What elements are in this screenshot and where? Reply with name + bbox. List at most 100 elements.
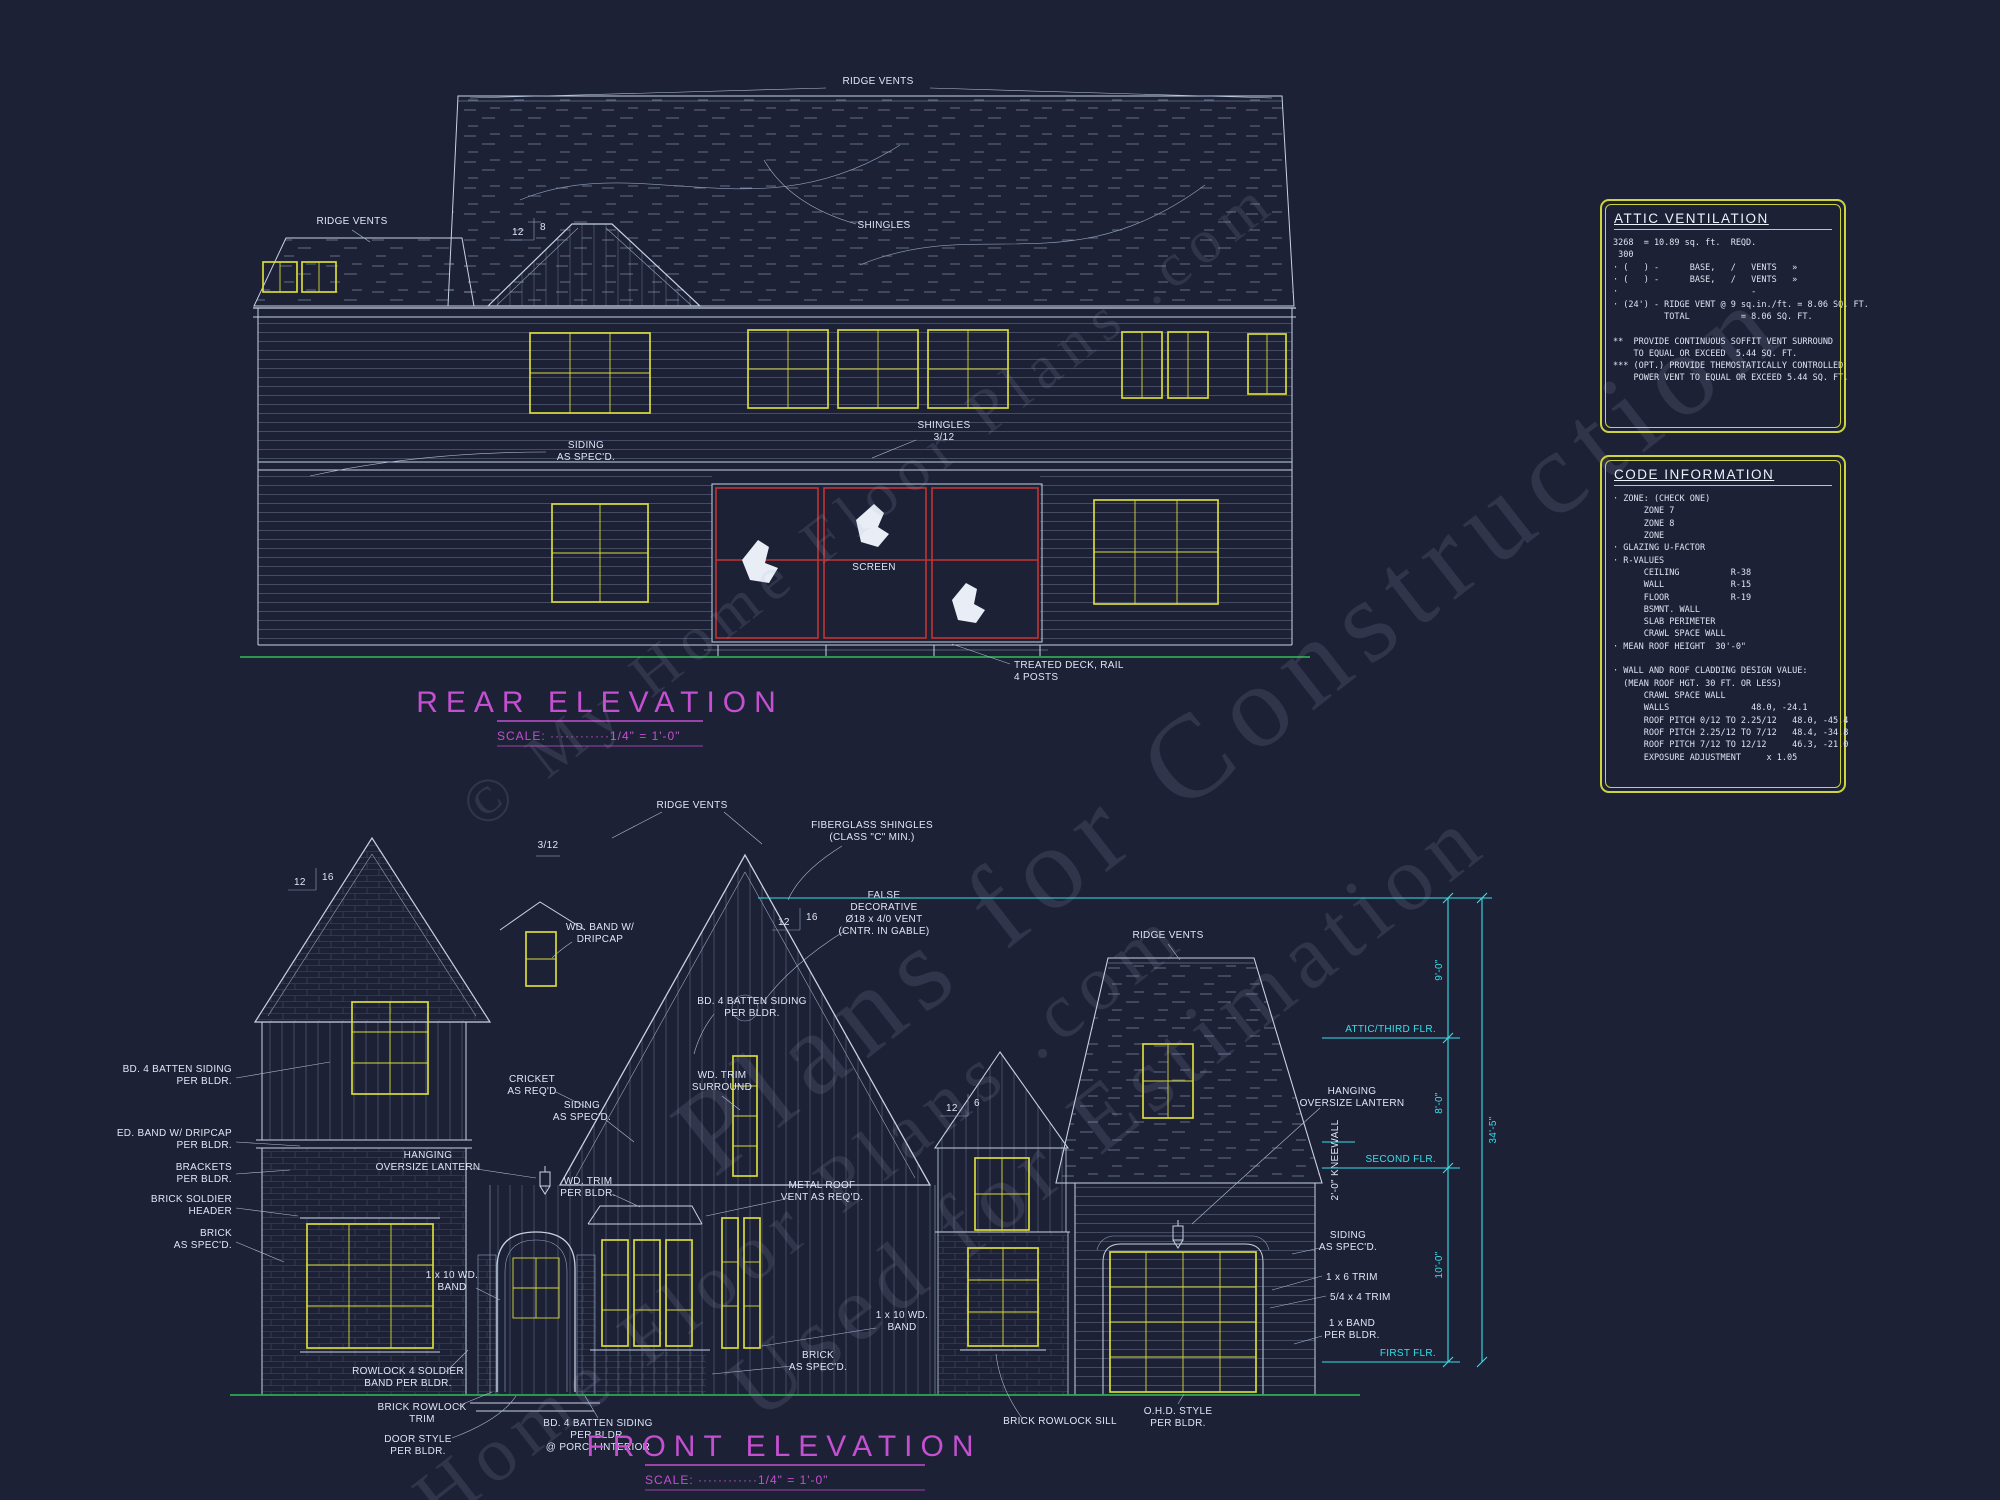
lantern-left <box>539 1166 551 1195</box>
label-band-1x10-mid: 1 x 10 WD.BAND <box>876 1310 928 1333</box>
label-shingles: SHINGLES <box>858 220 911 231</box>
panel-line: 3268 = 10.89 sq. ft. REQD. <box>1613 238 1757 248</box>
label-kneewall: 2'-0" KNEEWALL <box>1330 1119 1341 1200</box>
panel-line: ZONE 7 <box>1613 506 1675 517</box>
panel-line: · ( ) - BASE, / VENTS » <box>1613 274 1798 285</box>
rear-pitch-marker: 12 8 <box>504 218 546 241</box>
pitch-run-label: 12 <box>294 877 306 888</box>
panel-line: CEILING R-38 <box>1613 567 1752 578</box>
attic-ventilation-title: ATTIC VENTILATION <box>1614 211 1832 230</box>
lantern-right <box>1172 1220 1184 1249</box>
code-information-panel: CODE INFORMATION · ZONE: (CHECK ONE) ZON… <box>1600 455 1849 793</box>
panel-line <box>1613 653 1833 665</box>
label-ridge-vents-right: RIDGE VENTS <box>1132 930 1203 941</box>
front-left-section <box>253 836 492 1396</box>
panel-line: TO EQUAL OR EXCEED 5.44 SQ. FT. <box>1613 348 1798 359</box>
attic-ventilation-body: 3268 = 10.89 sq. ft. REQD. 300· ( ) - BA… <box>1602 232 1869 390</box>
panel-line: CRAWL SPACE WALL <box>1613 691 1726 701</box>
panel-line: BSMNT. WALL <box>1613 604 1700 615</box>
attic-ventilation-panel: ATTIC VENTILATION 3268 = 10.89 sq. ft. R… <box>1600 199 1869 433</box>
rear-annotations: RIDGE VENTS RIDGE VENTS SHINGLES SHINGLE… <box>309 76 1273 683</box>
label-trim-5-4x4: 5/4 x 4 TRIM <box>1330 1292 1391 1303</box>
front-scale: SCALE: ············1/4" = 1'-0" <box>645 1473 828 1487</box>
panel-line: (MEAN ROOF HGT. 30 FT. OR LESS) <box>1613 678 1782 689</box>
front-annotations: RIDGE VENTS FIBERGLASS SHINGLES(CLASS "C… <box>117 800 1405 1457</box>
rear-elevation: 12 8 RIDGE VENTS RIDGE VENTS SHINGLES SH… <box>240 76 1310 747</box>
dim-overall-height: 34'-5" <box>1488 1116 1499 1143</box>
front-title: FRONT ELEVATION <box>586 1430 981 1463</box>
panel-line <box>1613 323 1833 335</box>
rear-title-block: REAR ELEVATION SCALE: ············1/4" =… <box>416 686 784 747</box>
label-second-floor: SECOND FLR. <box>1365 1154 1436 1165</box>
panel-line: ZONE 8 <box>1613 518 1675 529</box>
label-brick-rowlock-sill: BRICK ROWLOCK SILL <box>1003 1416 1117 1427</box>
rear-deck <box>704 645 1048 656</box>
front-pitch-marker-right: 12 6 <box>940 1094 980 1117</box>
panel-line: · ZONE: (CHECK ONE) <box>1613 494 1711 504</box>
panel-line: · - <box>1613 287 1757 298</box>
rear-scale: SCALE: ············1/4" = 1'-0" <box>497 729 680 743</box>
panel-line: · (24') - RIDGE VENT @ 9 sq.in./ft. = 8.… <box>1613 299 1869 310</box>
panel-line: · ( ) - BASE, / VENTS » <box>1613 262 1798 273</box>
panel-line: WALLS 48.0, -24.1 <box>1613 703 1808 714</box>
dim-first-height: 10'-0" <box>1434 1251 1445 1278</box>
code-information-title: CODE INFORMATION <box>1614 467 1832 486</box>
rear-roofs <box>253 95 1295 307</box>
panel-line: TOTAL = 8.06 SQ. FT. <box>1613 311 1813 322</box>
label-screen: SCREEN <box>852 562 895 573</box>
panel-line: 300 <box>1613 250 1634 261</box>
rear-screen-porch <box>711 483 1043 643</box>
dim-second-height: 8'-0" <box>1434 1092 1445 1114</box>
panel-line: *** (OPT.) PROVIDE THEMOSTATICALLY CONTR… <box>1613 361 1844 372</box>
label-wd-band-dripcap: WD. BAND W/DRIPCAP <box>566 922 634 945</box>
label-band-1x10-left: 1 x 10 WD.BAND <box>426 1270 478 1293</box>
front-right-center-section <box>933 1051 1070 1396</box>
pitch-run-label: 12 <box>946 1103 958 1114</box>
rear-title: REAR ELEVATION <box>416 686 784 719</box>
label-ridge-vents-top: RIDGE VENTS <box>842 76 913 87</box>
rear-windows <box>262 261 1287 605</box>
front-title-block: FRONT ELEVATION SCALE: ············1/4" … <box>586 1430 981 1491</box>
panel-line: ROOF PITCH 0/12 TO 2.25/12 48.0, -45.4 <box>1613 715 1849 726</box>
front-center-section <box>470 853 936 1412</box>
label-attic-floor: ATTIC/THIRD FLR. <box>1345 1024 1436 1035</box>
panel-line: WALL R-15 <box>1613 580 1752 591</box>
pitch-small-roof-label: 3/12 <box>538 840 559 851</box>
pitch-run-label: 12 <box>512 227 524 238</box>
panel-line: · MEAN ROOF HEIGHT 30'-0" <box>1613 641 1747 652</box>
panel-line: ZONE <box>1613 530 1665 541</box>
pitch-run-label: 12 <box>778 917 790 928</box>
panel-line: EXPOSURE ADJUSTMENT x 1.05 <box>1613 752 1798 763</box>
pitch-rise-label: 16 <box>806 912 818 923</box>
front-pitch-marker-left: 12 16 <box>288 868 334 891</box>
panel-line: · GLAZING U-FACTOR <box>1613 543 1706 554</box>
panel-line: SLAB PERIMETER <box>1613 617 1716 628</box>
label-ridge-vents-left: RIDGE VENTS <box>316 216 387 227</box>
label-first-floor: FIRST FLR. <box>1380 1348 1436 1359</box>
label-ridge-vents: RIDGE VENTS <box>656 800 727 811</box>
panel-line: · WALL AND ROOF CLADDING DESIGN VALUE: <box>1613 666 1808 677</box>
panel-line: ROOF PITCH 7/12 TO 12/12 46.3, -21.0 <box>1613 740 1849 751</box>
